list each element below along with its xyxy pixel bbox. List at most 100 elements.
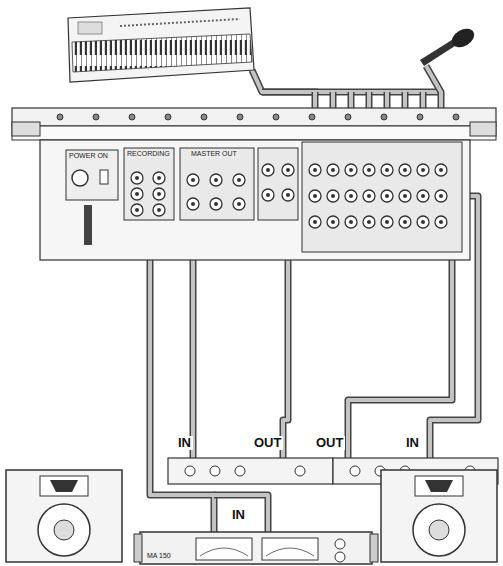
jack <box>309 190 321 202</box>
jack-hole <box>286 168 290 172</box>
jack <box>345 216 357 228</box>
jack <box>381 190 393 202</box>
jack <box>187 198 199 210</box>
jack <box>417 190 429 202</box>
jack-hole <box>331 194 335 198</box>
panel-label: RECORDING <box>126 150 171 158</box>
fx-knob <box>185 466 195 476</box>
jack <box>327 164 339 176</box>
jack <box>210 174 222 186</box>
knob <box>165 114 171 120</box>
jack <box>399 164 411 176</box>
jack <box>435 164 447 176</box>
jack-hole <box>135 192 139 196</box>
cable-edge <box>348 230 459 458</box>
jack-hole <box>385 194 389 198</box>
jack-hole <box>349 220 353 224</box>
jack <box>399 190 411 202</box>
knob <box>93 114 99 120</box>
jack <box>327 216 339 228</box>
jack-hole <box>403 220 407 224</box>
microphone <box>420 25 477 66</box>
jack <box>363 216 375 228</box>
jack <box>131 204 143 216</box>
jack <box>131 172 143 184</box>
jack <box>131 188 143 200</box>
jack <box>381 216 393 228</box>
panel-label: MASTER OUT <box>190 150 238 158</box>
jack-hole <box>403 168 407 172</box>
jack-hole <box>403 194 407 198</box>
port-label: OUT <box>252 436 283 450</box>
panel-label: POWER ON <box>68 152 109 160</box>
jack <box>187 174 199 186</box>
panel-label: MA 150 <box>146 552 172 560</box>
jack <box>233 198 245 210</box>
jack-hole <box>266 193 270 197</box>
jack <box>417 216 429 228</box>
jack-hole <box>214 178 218 182</box>
jack-hole <box>367 220 371 224</box>
jack <box>417 164 429 176</box>
jack-hole <box>313 220 317 224</box>
jack <box>233 174 245 186</box>
jack <box>262 164 274 176</box>
jack-hole <box>385 168 389 172</box>
port-label: IN <box>404 436 421 450</box>
jack-hole <box>421 220 425 224</box>
port-label: IN <box>230 508 247 522</box>
jack-hole <box>157 176 161 180</box>
knob <box>345 114 351 120</box>
mixer <box>12 108 496 260</box>
knob <box>201 114 207 120</box>
jack <box>381 164 393 176</box>
fx-knob <box>350 466 360 476</box>
jack-hole <box>135 208 139 212</box>
jack-hole <box>266 168 270 172</box>
jack <box>262 189 274 201</box>
knob <box>453 114 459 120</box>
jack-hole <box>157 192 161 196</box>
jack-hole <box>367 168 371 172</box>
jack <box>399 216 411 228</box>
jack-hole <box>367 194 371 198</box>
jack-hole <box>421 168 425 172</box>
jack <box>153 172 165 184</box>
port-label: OUT <box>314 436 345 450</box>
jack <box>309 164 321 176</box>
jack <box>153 204 165 216</box>
jack <box>435 190 447 202</box>
jack <box>282 164 294 176</box>
jack-hole <box>214 202 218 206</box>
jack-hole <box>313 168 317 172</box>
knob <box>381 114 387 120</box>
jack-hole <box>439 220 443 224</box>
knob <box>237 114 243 120</box>
jack <box>345 190 357 202</box>
jack <box>282 189 294 201</box>
power-amplifier <box>134 532 378 564</box>
jack-hole <box>237 202 241 206</box>
jack-hole <box>385 220 389 224</box>
jack-hole <box>237 178 241 182</box>
speakers <box>6 470 497 562</box>
cable <box>214 495 268 532</box>
cable-edge <box>214 495 268 532</box>
jack-hole <box>135 176 139 180</box>
knob <box>129 114 135 120</box>
jack-hole <box>331 168 335 172</box>
jack-hole <box>439 168 443 172</box>
jack <box>327 190 339 202</box>
knob <box>273 114 279 120</box>
jack-hole <box>421 194 425 198</box>
knob <box>417 114 423 120</box>
jack-hole <box>191 178 195 182</box>
jack <box>153 188 165 200</box>
port-label: IN <box>176 436 193 450</box>
keyboard <box>68 8 254 82</box>
jack <box>363 190 375 202</box>
jack-hole <box>286 193 290 197</box>
knob <box>309 114 315 120</box>
fx-knob <box>210 466 220 476</box>
